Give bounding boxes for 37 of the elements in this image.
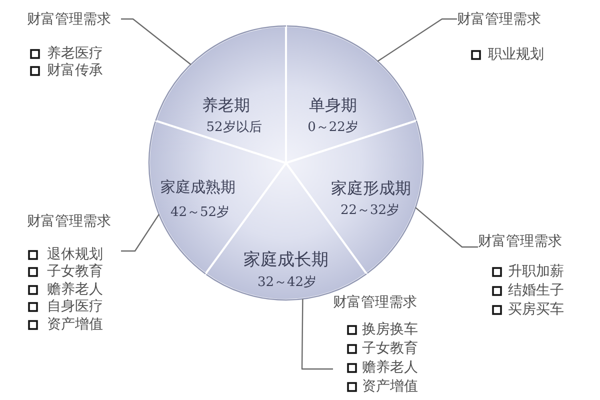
pie-slice	[285, 25, 418, 164]
list-item: 资产增值	[362, 378, 418, 396]
stage-name: 养老期	[202, 95, 250, 115]
list-item: 职业规划	[488, 46, 544, 64]
list-item: 退休规划	[47, 246, 103, 264]
stage-name: 家庭成长期	[244, 250, 328, 270]
list-item: 升职加薪	[508, 264, 564, 280]
age-range: 22～32岁	[340, 203, 400, 219]
pie-slice	[154, 25, 287, 164]
list-item: 买房买车	[508, 302, 564, 318]
callout-heading: 财富管理需求	[457, 12, 541, 28]
age-range: 42～52岁	[170, 205, 230, 221]
age-range: 52岁以后	[206, 120, 262, 136]
list-item: 养老医疗	[47, 46, 103, 62]
callout-heading: 财富管理需求	[27, 12, 111, 28]
list-item: 资产增值	[47, 316, 103, 334]
leader-line	[415, 207, 478, 248]
list-item: 赡养老人	[47, 282, 103, 298]
list-item: 结婚生子	[508, 282, 564, 300]
leader-line	[121, 214, 160, 252]
list-item: 换房换车	[362, 322, 418, 338]
list-item: 子女教育	[362, 340, 418, 358]
callout-heading: 财富管理需求	[333, 294, 417, 312]
stage-name: 家庭成熟期	[160, 178, 236, 196]
stage-name: 家庭形成期	[331, 178, 411, 198]
age-range: 32～42岁	[257, 275, 317, 291]
list-item: 赡养老人	[362, 360, 418, 376]
list-item: 自身医疗	[47, 298, 103, 316]
list-item: 财富传承	[47, 62, 103, 80]
callout-heading: 财富管理需求	[27, 214, 111, 230]
leader-line	[301, 299, 333, 370]
stage-name: 单身期	[309, 95, 357, 115]
callout-heading: 财富管理需求	[478, 234, 562, 250]
age-range: 0～22岁	[308, 120, 358, 136]
leader-line	[377, 18, 457, 62]
list-item: 子女教育	[47, 264, 103, 280]
leader-line	[121, 18, 192, 65]
